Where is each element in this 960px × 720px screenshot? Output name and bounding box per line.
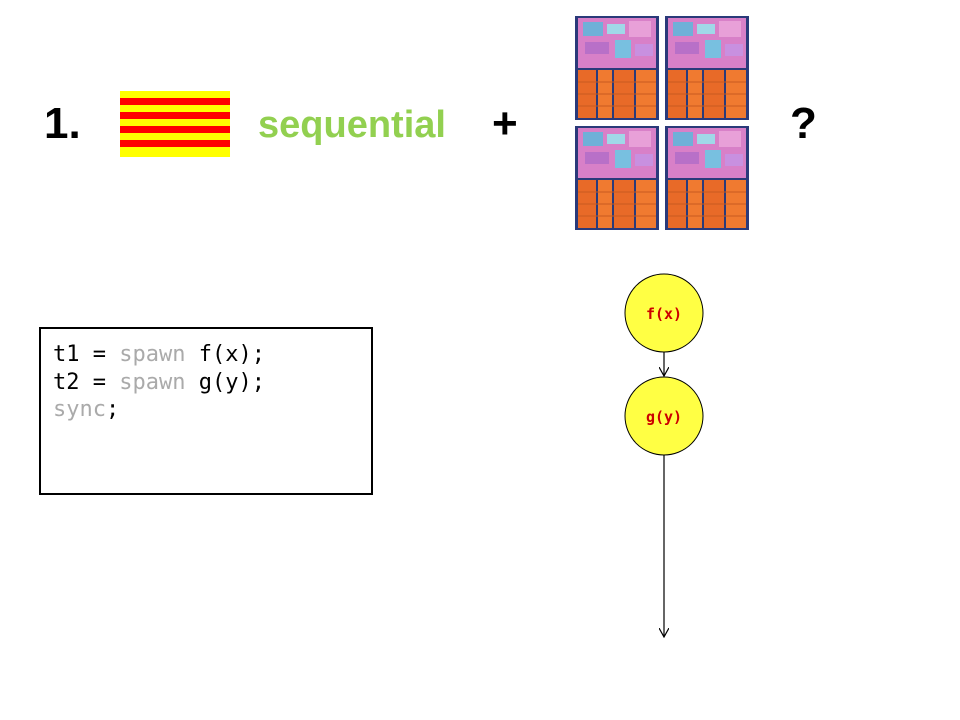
code-line: sync; [53,397,119,422]
code-keyword: spawn [119,369,186,395]
question-mark: ? [790,99,817,148]
code-call: g(y); [185,369,265,395]
multicore-cpu-icon [575,16,750,231]
dag-node-label: f(x) [646,305,682,323]
plus-sign: + [492,99,518,148]
code-target: t1 = [53,342,120,367]
code-target: t2 = [53,369,120,395]
code-call: f(x); [185,342,265,367]
sequential-label: sequential [258,104,446,146]
code-keyword: sync [53,397,106,422]
code-line: t1 = spawn f(x); [53,342,265,367]
code-block: t1 = spawn f(x); t2 = spawn g(y); sync; [39,327,373,495]
code-keyword: spawn [119,342,186,367]
slide-number: 1. [44,99,81,148]
dag-node: g(y) [624,376,704,456]
dag-node: f(x) [624,273,704,353]
code-line: t2 = spawn g(y); [53,370,265,395]
code-call: ; [105,397,120,422]
red-yellow-striped-flag-icon [120,91,230,157]
dag-node-label: g(y) [646,408,682,426]
